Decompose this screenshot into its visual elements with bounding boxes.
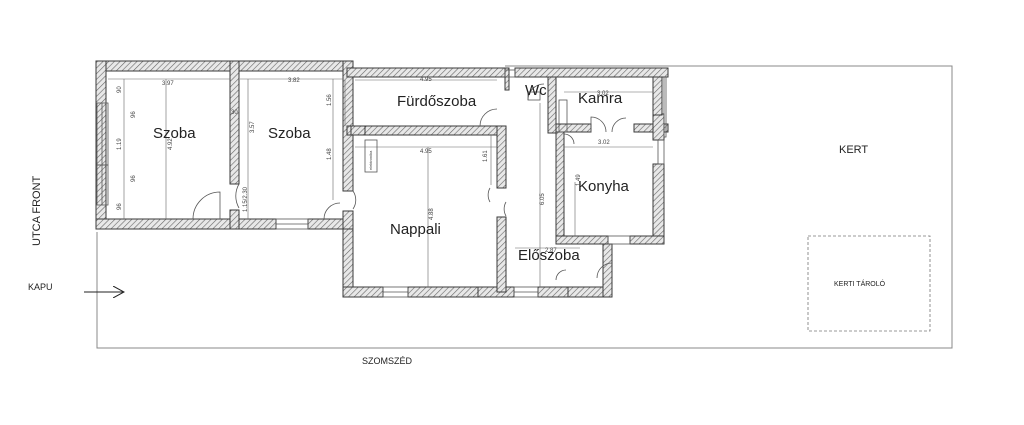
room-label-eloszoba: Előszoba (518, 247, 580, 264)
dim-furdo-depth: 1.56 (327, 94, 333, 106)
dim-kamra-width: 3.02 (597, 91, 609, 97)
label-kapu: KAPU (28, 282, 53, 292)
room-label-szoba-2: Szoba (268, 125, 311, 142)
plot-boundary (96, 65, 953, 349)
room-label-kamra: Kamra (578, 90, 623, 107)
dim-nappali-depth: 4.88 (429, 208, 435, 220)
kamra-door-frame (558, 99, 568, 133)
dim-eloszoba-depth: 6.05 (540, 193, 546, 205)
room-label-wc: Wc (525, 82, 547, 99)
dim-konyha-width: 3.02 (598, 140, 610, 146)
dim-szoba1-depth: 4.92 (168, 138, 174, 150)
room-label-szoba-1: Szoba (153, 125, 196, 142)
label-kert: KERT (839, 144, 868, 156)
dim-wall-30: 30 (231, 110, 238, 116)
dim-window-119: 1.19 (117, 138, 123, 150)
dim-wall-90: 90 (117, 86, 123, 93)
dim-szoba2-door: 1.15/2.30 (243, 186, 249, 212)
doors (192, 83, 627, 281)
label-utca-front: UTCA FRONT (31, 175, 43, 246)
dim-window-96-c: 96 (117, 203, 123, 210)
dimension-labels: 3.97 3.82 4.92 3.57 1.15/2.30 4.95 1.56 … (117, 77, 610, 254)
dim-szoba2-width: 3.82 (288, 78, 300, 84)
label-hob: elektronika (368, 150, 373, 170)
room-label-nappali: Nappali (390, 221, 441, 238)
dimension-lines (108, 78, 653, 287)
label-szomszed: SZOMSZÉD (362, 356, 413, 366)
dim-konyha-depth: 1.49 (576, 174, 582, 186)
dim-nappali-side2: 1.61 (483, 150, 489, 162)
dim-eloszoba-width: 2.87 (545, 248, 557, 254)
label-kerti-tarolo: KERTI TÁROLÓ (834, 279, 886, 288)
dim-window-96-a: 96 (131, 111, 137, 118)
dim-window-96-b: 96 (131, 175, 137, 182)
dim-szoba2-depth: 3.57 (250, 121, 256, 133)
dim-nappali-width: 4.95 (420, 149, 432, 155)
dim-furdo-width: 4.95 (420, 77, 432, 83)
room-label-konyha: Konyha (578, 178, 630, 195)
kitchen-appliance (364, 139, 378, 173)
wc-fixture (527, 91, 541, 101)
dim-nappali-side1: 1.48 (327, 148, 333, 160)
garden-shed-outline (807, 235, 931, 332)
windows (96, 69, 667, 298)
room-label-furdoszoba: Fürdőszoba (397, 93, 477, 110)
dim-szoba1-width: 3.97 (162, 81, 174, 87)
